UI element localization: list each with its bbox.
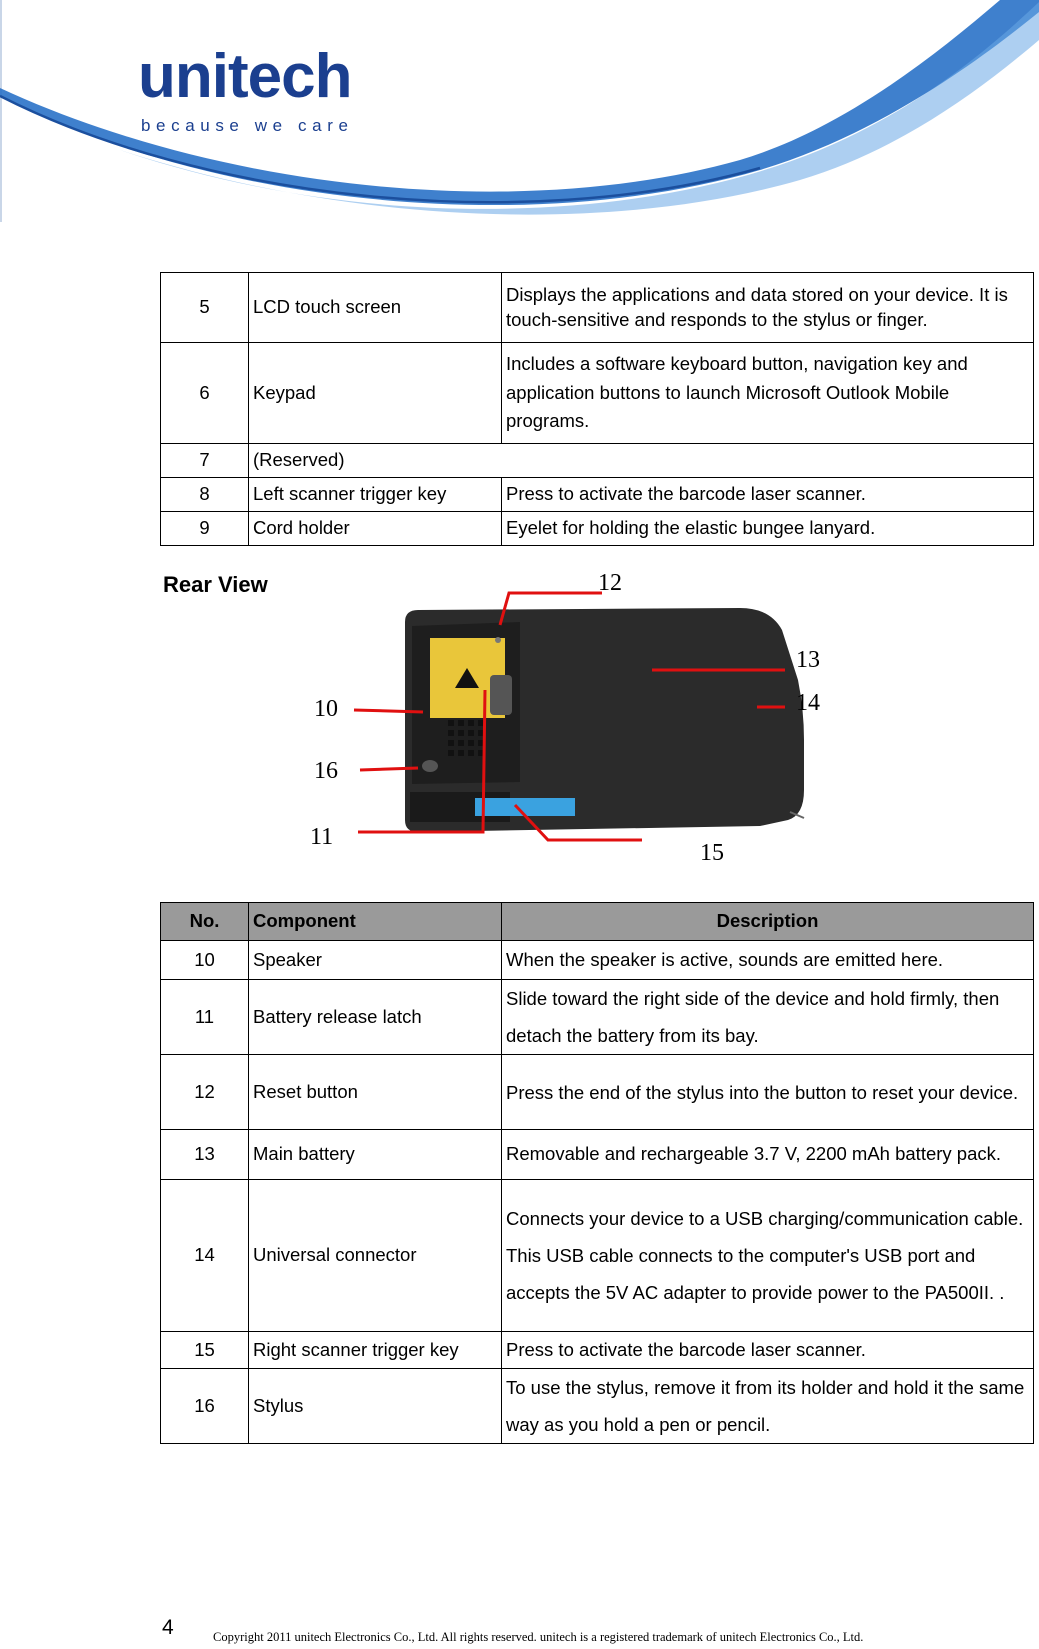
row-number: 10 [160, 940, 249, 980]
callout-15: 15 [700, 840, 724, 866]
row-component: Right scanner trigger key [248, 1331, 502, 1369]
copyright-notice: Copyright 2011 unitech Electronics Co., … [213, 1630, 864, 1644]
table-row: 7 (Reserved) [160, 443, 1034, 478]
row-description: When the speaker is active, sounds are e… [501, 940, 1034, 980]
table-row: 9 Cord holder Eyelet for holding the ela… [160, 511, 1034, 546]
row-component: Cord holder [248, 511, 502, 546]
row-number: 9 [160, 511, 249, 546]
row-description: Removable and rechargeable 3.7 V, 2200 m… [501, 1129, 1034, 1180]
table-row: 12 Reset button Press the end of the sty… [160, 1054, 1034, 1130]
row-component: Universal connector [248, 1179, 502, 1332]
row-component: Keypad [248, 342, 502, 444]
row-component: Speaker [248, 940, 502, 980]
front-components-table: 5 LCD touch screen Displays the applicat… [160, 272, 1034, 546]
row-number: 16 [160, 1368, 249, 1444]
table-header-row: No. Component Description [160, 902, 1034, 941]
callout-11: 11 [310, 824, 333, 850]
table-row: 14 Universal connector Connects your dev… [160, 1179, 1034, 1332]
row-component: Stylus [248, 1368, 502, 1444]
table-row: 8 Left scanner trigger key Press to acti… [160, 477, 1034, 512]
callout-10: 10 [314, 696, 338, 722]
row-component: (Reserved) [248, 443, 1034, 478]
header-swoosh [0, 0, 1039, 222]
row-number: 13 [160, 1129, 249, 1180]
table-row: 15 Right scanner trigger key Press to ac… [160, 1331, 1034, 1369]
header-component: Component [248, 902, 502, 941]
row-component: Main battery [248, 1129, 502, 1180]
device-rear-view-illustration: 12 13 14 10 16 11 15 [310, 570, 820, 866]
row-description: Eyelet for holding the elastic bungee la… [501, 511, 1034, 546]
row-description: Includes a software keyboard button, nav… [501, 342, 1034, 444]
header-no: No. [160, 902, 249, 941]
row-description: Slide toward the right side of the devic… [501, 979, 1034, 1055]
row-number: 7 [160, 443, 249, 478]
row-description: To use the stylus, remove it from its ho… [501, 1368, 1034, 1444]
row-component: Reset button [248, 1054, 502, 1130]
row-number: 8 [160, 477, 249, 512]
rear-components-table: No. Component Description 10 Speaker Whe… [160, 902, 1034, 1444]
table-row: 5 LCD touch screen Displays the applicat… [160, 272, 1034, 343]
row-description: Press to activate the barcode laser scan… [501, 1331, 1034, 1369]
row-component: Left scanner trigger key [248, 477, 502, 512]
logo-wordmark: unitech [138, 42, 352, 111]
table-row: 16 Stylus To use the stylus, remove it f… [160, 1368, 1034, 1444]
section-title-rear-view: Rear View [163, 572, 268, 597]
header-description: Description [501, 902, 1034, 941]
row-number: 15 [160, 1331, 249, 1369]
page-number: 4 [162, 1616, 174, 1639]
logo-tagline: because we care [141, 116, 354, 135]
callout-14: 14 [796, 690, 820, 716]
callout-16: 16 [314, 758, 338, 784]
row-number: 6 [160, 342, 249, 444]
table-row: 10 Speaker When the speaker is active, s… [160, 940, 1034, 980]
table-row: 6 Keypad Includes a software keyboard bu… [160, 342, 1034, 444]
row-number: 11 [160, 979, 249, 1055]
row-number: 12 [160, 1054, 249, 1130]
row-number: 14 [160, 1179, 249, 1332]
row-description: Connects your device to a USB charging/c… [501, 1179, 1034, 1332]
row-component: Battery release latch [248, 979, 502, 1055]
table-row: 11 Battery release latch Slide toward th… [160, 979, 1034, 1055]
row-component: LCD touch screen [248, 272, 502, 343]
row-description: Press to activate the barcode laser scan… [501, 477, 1034, 512]
row-description: Displays the applications and data store… [501, 272, 1034, 343]
table-row: 13 Main battery Removable and rechargeab… [160, 1129, 1034, 1180]
row-description: Press the end of the stylus into the but… [501, 1054, 1034, 1130]
callout-12: 12 [598, 570, 622, 596]
callout-13: 13 [796, 647, 820, 673]
row-number: 5 [160, 272, 249, 343]
